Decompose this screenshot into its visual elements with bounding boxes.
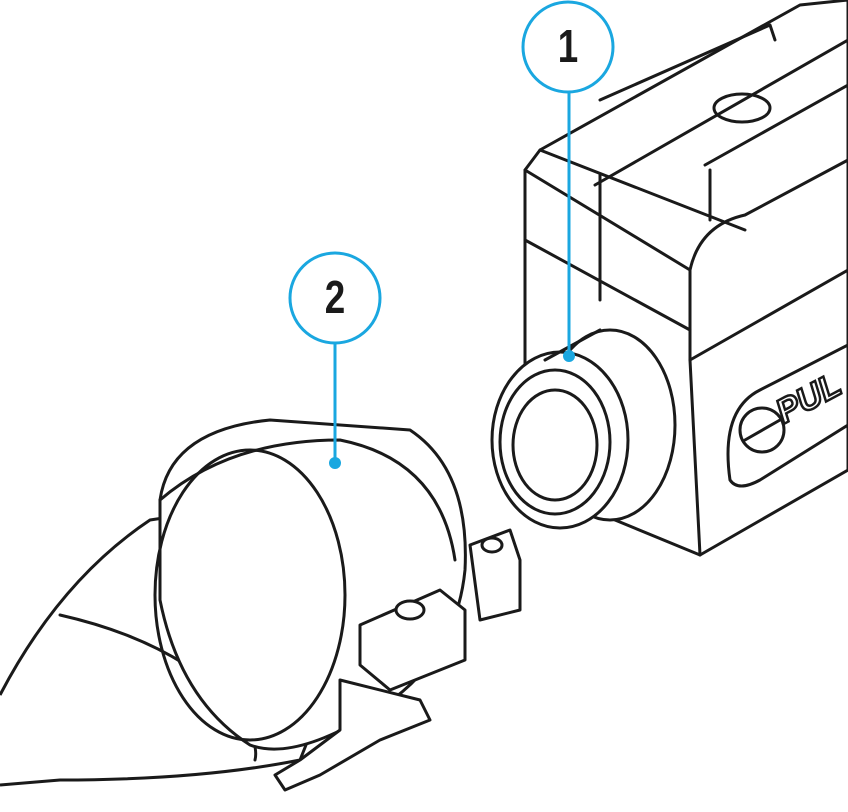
callout-1-number: 1: [557, 20, 579, 72]
callout-2-dot: [329, 457, 341, 469]
callout-1: [521, 0, 615, 362]
top-screw-icon: [712, 92, 772, 124]
adapter-screw-icon: [394, 599, 426, 621]
device-lens: [490, 328, 677, 530]
adapter-lever: [273, 678, 432, 792]
callout-1-dot: [563, 350, 575, 362]
adapter: [153, 418, 522, 792]
callout-2-number: 2: [324, 271, 346, 323]
brand-logo-icon: [738, 406, 786, 454]
callout-2: [288, 251, 382, 469]
